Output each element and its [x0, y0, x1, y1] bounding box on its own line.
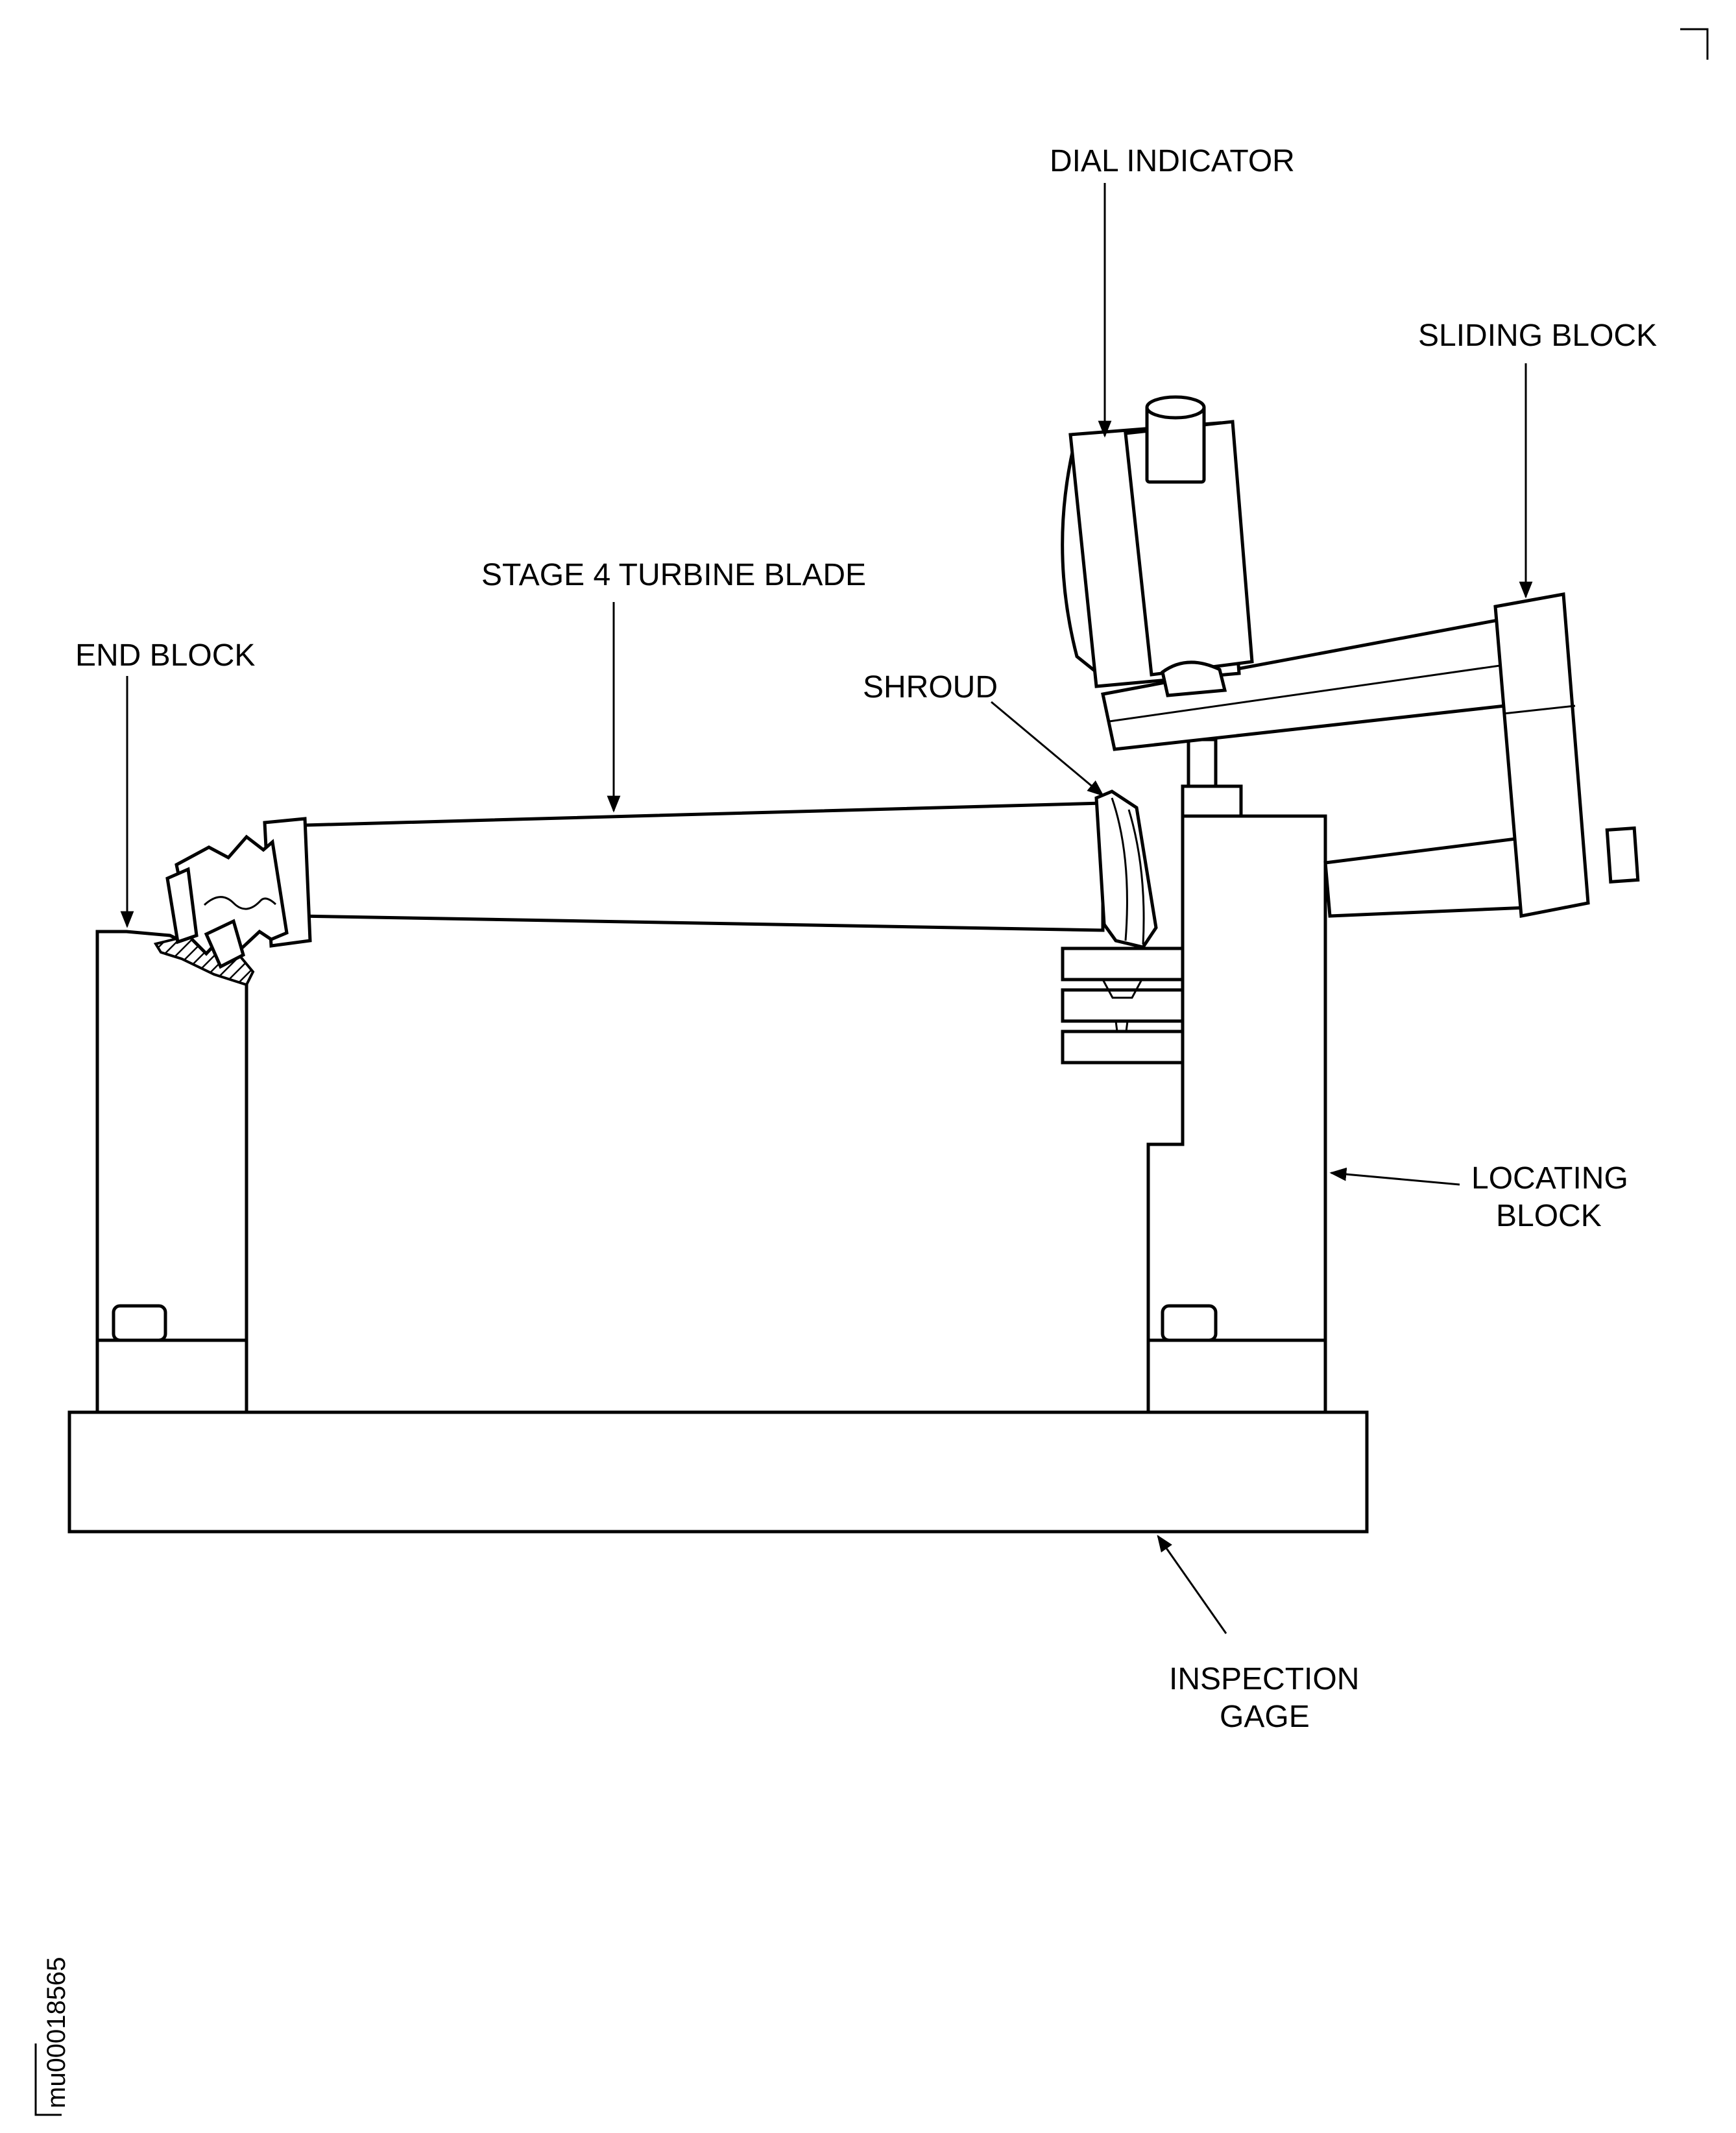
dial-indicator: [1061, 395, 1254, 697]
shim-3: [1061, 1030, 1185, 1065]
locating-block-label-line2: BLOCK: [1496, 1199, 1602, 1233]
shim-2: [1061, 988, 1185, 1023]
shim-1: [1061, 946, 1185, 982]
locating-block-leader: [1329, 1167, 1460, 1186]
shroud-leader: [991, 701, 1104, 797]
end-block-label: END BLOCK: [75, 638, 255, 673]
sliding-block: [1101, 592, 1640, 918]
locating-block-label-line1: LOCATING: [1471, 1161, 1628, 1196]
dial-indicator-label: DIAL INDICATOR: [1050, 144, 1295, 178]
shroud-label: SHROUD: [863, 670, 998, 705]
inspection-gage-base: [67, 1410, 1369, 1534]
stage4-turbine-blade: [165, 789, 1158, 969]
inspection-gage-leader: [1157, 1534, 1227, 1634]
inspection-gage-label-line1: INSPECTION: [1169, 1662, 1359, 1696]
corner-mark: [1680, 28, 1709, 60]
sliding-block-label: SLIDING BLOCK: [1418, 319, 1657, 353]
docid-corner-mark: [34, 2043, 62, 2116]
stage4-turbine-blade-label: STAGE 4 TURBINE BLADE: [481, 558, 866, 592]
locating-block: [1061, 738, 1327, 1414]
document-id: mu00018565: [42, 1957, 71, 2108]
inspection-gage-label-line2: GAGE: [1220, 1700, 1310, 1734]
end-block: [95, 930, 255, 1414]
